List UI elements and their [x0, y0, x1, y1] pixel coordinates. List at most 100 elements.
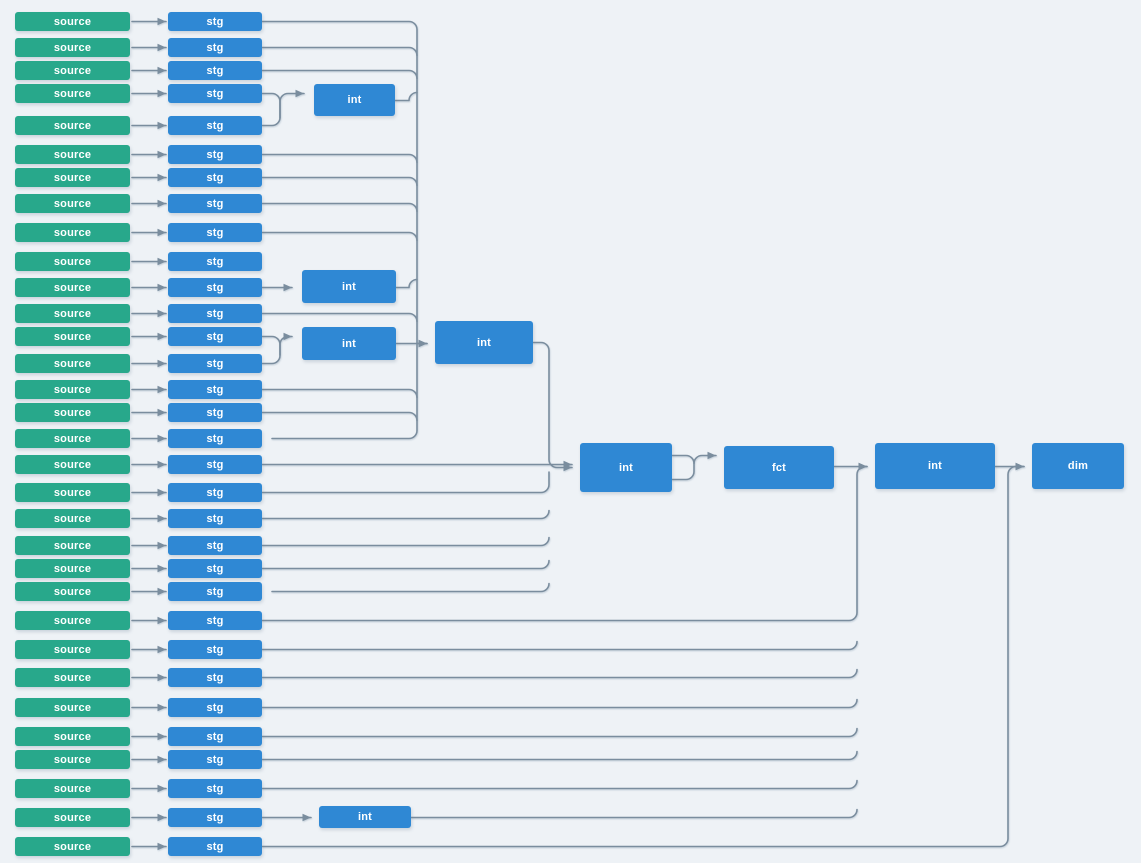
node-source-src28[interactable]: source [15, 727, 130, 746]
node-int-intE[interactable]: int [580, 443, 672, 492]
node-source-src2[interactable]: source [15, 38, 130, 57]
node-stg-stg4[interactable]: stg [168, 84, 262, 103]
node-source-src24[interactable]: source [15, 611, 130, 630]
node-source-src6[interactable]: source [15, 145, 130, 164]
node-source-src7[interactable]: source [15, 168, 130, 187]
node-label: source [53, 307, 92, 320]
node-label: source [53, 753, 92, 766]
node-stg-stg29[interactable]: stg [168, 750, 262, 769]
node-stg-stg32[interactable]: stg [168, 837, 262, 856]
node-label: stg [206, 119, 224, 132]
node-label: stg [206, 255, 224, 268]
node-source-src1[interactable]: source [15, 12, 130, 31]
node-stg-stg30[interactable]: stg [168, 779, 262, 798]
node-int-intF[interactable]: int [875, 443, 995, 489]
node-label: source [53, 730, 92, 743]
node-source-src3[interactable]: source [15, 61, 130, 80]
stg-to-int-a-edges [261, 89, 305, 127]
node-source-src13[interactable]: source [15, 327, 130, 346]
node-stg-stg21[interactable]: stg [168, 536, 262, 555]
node-label: source [53, 671, 92, 684]
node-label: int [341, 337, 357, 350]
node-stg-stg15[interactable]: stg [168, 380, 262, 399]
node-stg-stg27[interactable]: stg [168, 698, 262, 717]
node-label: source [53, 643, 92, 656]
node-stg-stg14[interactable]: stg [168, 354, 262, 373]
node-stg-stg24[interactable]: stg [168, 611, 262, 630]
node-int-intC[interactable]: int [302, 327, 396, 360]
node-label: source [53, 512, 92, 525]
node-stg-stg25[interactable]: stg [168, 640, 262, 659]
node-source-src18[interactable]: source [15, 455, 130, 474]
node-stg-stg9[interactable]: stg [168, 223, 262, 242]
node-stg-stg1[interactable]: stg [168, 12, 262, 31]
node-source-src22[interactable]: source [15, 559, 130, 578]
node-source-src19[interactable]: source [15, 483, 130, 502]
node-label: int [357, 811, 373, 823]
node-int-intB[interactable]: int [302, 270, 396, 303]
node-source-src23[interactable]: source [15, 582, 130, 601]
node-stg-stg28[interactable]: stg [168, 727, 262, 746]
node-source-src29[interactable]: source [15, 750, 130, 769]
node-label: source [53, 41, 92, 54]
node-stg-stg26[interactable]: stg [168, 668, 262, 687]
node-source-src8[interactable]: source [15, 194, 130, 213]
node-stg-stg16[interactable]: stg [168, 403, 262, 422]
node-source-src30[interactable]: source [15, 779, 130, 798]
node-label: source [53, 87, 92, 100]
node-stg-stg7[interactable]: stg [168, 168, 262, 187]
node-source-src20[interactable]: source [15, 509, 130, 528]
node-stg-stg10[interactable]: stg [168, 252, 262, 271]
node-source-src32[interactable]: source [15, 837, 130, 856]
node-source-src11[interactable]: source [15, 278, 130, 297]
node-label: stg [206, 15, 224, 28]
node-stg-stg19[interactable]: stg [168, 483, 262, 502]
node-stg-stg22[interactable]: stg [168, 559, 262, 578]
node-label: stg [206, 730, 224, 743]
node-stg-stg13[interactable]: stg [168, 327, 262, 346]
node-label: stg [206, 562, 224, 575]
node-dim-dim1[interactable]: dim [1032, 443, 1124, 489]
node-source-src17[interactable]: source [15, 429, 130, 448]
node-source-src12[interactable]: source [15, 304, 130, 323]
node-stg-stg6[interactable]: stg [168, 145, 262, 164]
node-label: stg [206, 486, 224, 499]
node-label: int [476, 336, 492, 349]
node-source-src4[interactable]: source [15, 84, 130, 103]
int-e-to-fct-edges [671, 451, 717, 481]
node-label: source [53, 458, 92, 471]
node-stg-stg17[interactable]: stg [168, 429, 262, 448]
node-int-intG[interactable]: int [319, 806, 411, 828]
node-source-src26[interactable]: source [15, 668, 130, 687]
node-source-src31[interactable]: source [15, 808, 130, 827]
node-source-src10[interactable]: source [15, 252, 130, 271]
node-source-src21[interactable]: source [15, 536, 130, 555]
node-label: stg [206, 671, 224, 684]
node-source-src5[interactable]: source [15, 116, 130, 135]
node-source-src14[interactable]: source [15, 354, 130, 373]
node-label: stg [206, 383, 224, 396]
node-source-src15[interactable]: source [15, 380, 130, 399]
node-int-intA[interactable]: int [314, 84, 395, 116]
node-source-src16[interactable]: source [15, 403, 130, 422]
node-label: source [53, 539, 92, 552]
node-source-src27[interactable]: source [15, 698, 130, 717]
node-label: int [341, 280, 357, 293]
node-stg-stg12[interactable]: stg [168, 304, 262, 323]
node-label: source [53, 811, 92, 824]
node-stg-stg23[interactable]: stg [168, 582, 262, 601]
node-fct-fct1[interactable]: fct [724, 446, 834, 489]
node-source-src25[interactable]: source [15, 640, 130, 659]
node-stg-stg20[interactable]: stg [168, 509, 262, 528]
node-stg-stg11[interactable]: stg [168, 278, 262, 297]
node-stg-stg31[interactable]: stg [168, 808, 262, 827]
node-label: source [53, 406, 92, 419]
node-int-intD[interactable]: int [435, 321, 533, 364]
node-stg-stg8[interactable]: stg [168, 194, 262, 213]
node-stg-stg5[interactable]: stg [168, 116, 262, 135]
node-stg-stg3[interactable]: stg [168, 61, 262, 80]
node-source-src9[interactable]: source [15, 223, 130, 242]
node-label: stg [206, 87, 224, 100]
node-stg-stg18[interactable]: stg [168, 455, 262, 474]
node-stg-stg2[interactable]: stg [168, 38, 262, 57]
